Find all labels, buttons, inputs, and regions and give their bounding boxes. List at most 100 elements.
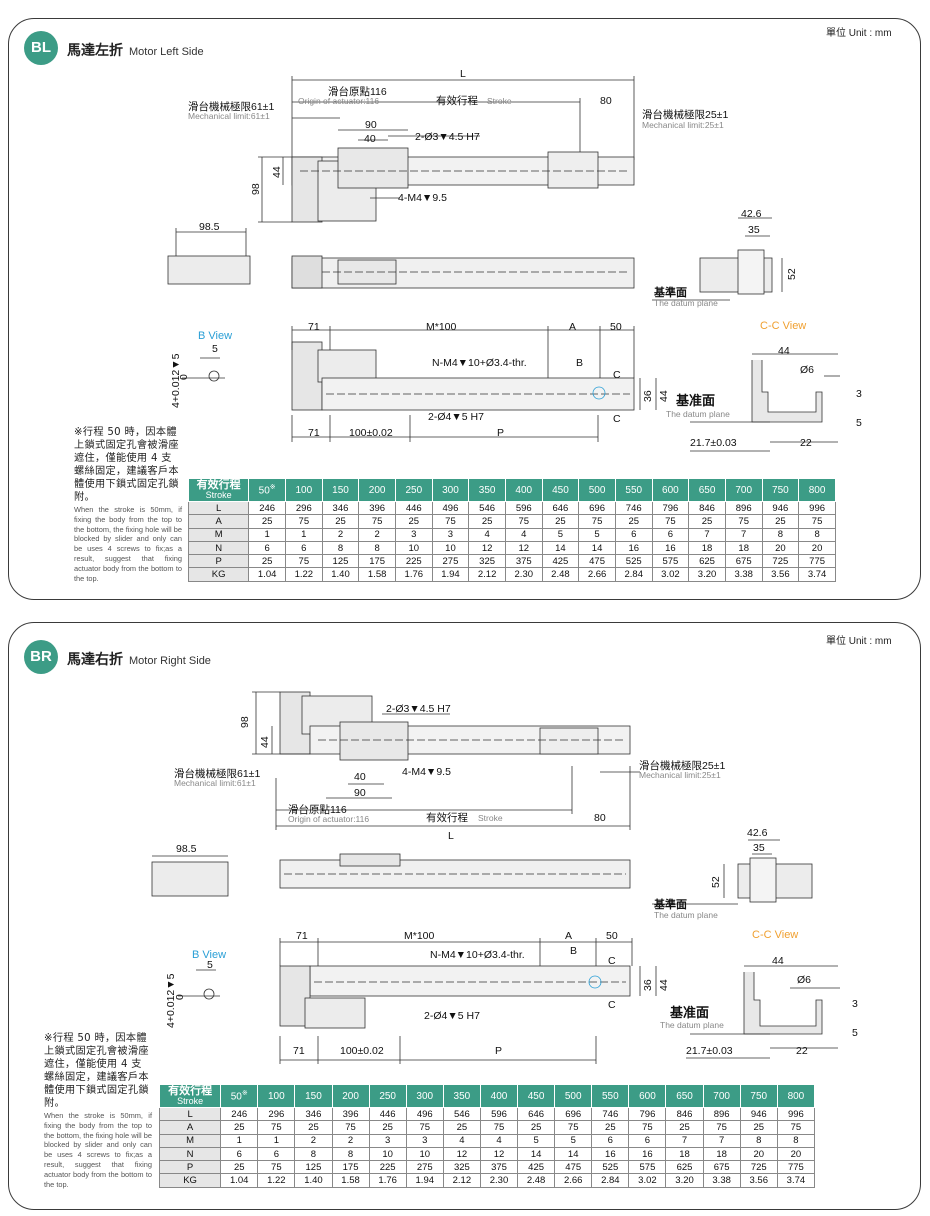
table-cell: 2 bbox=[321, 527, 360, 542]
stroke-col: 700 bbox=[724, 478, 763, 502]
table-cell: 746 bbox=[614, 500, 653, 516]
table-cell: 5 bbox=[541, 527, 580, 542]
table-cell: 525 bbox=[614, 554, 653, 569]
dim-98: 98 bbox=[239, 716, 251, 728]
label-C-bottom: C bbox=[608, 999, 616, 1011]
table-cell: 6 bbox=[257, 1146, 296, 1162]
table-cell: 1.94 bbox=[405, 1173, 444, 1188]
dim-35: 35 bbox=[753, 842, 765, 854]
table-cell: 2.84 bbox=[614, 567, 653, 582]
row-label: A bbox=[158, 1120, 222, 1135]
datum-zh: 基準面 bbox=[653, 285, 687, 299]
hole-2: 2-Ø4▼5 H7 bbox=[424, 1010, 480, 1022]
stroke-col: 700 bbox=[702, 1084, 741, 1108]
row-label: KG bbox=[187, 567, 250, 582]
table-cell: 75 bbox=[285, 514, 323, 529]
table-cell: 3.20 bbox=[688, 567, 726, 582]
dim-36: 36 bbox=[642, 979, 654, 991]
table-cell: 796 bbox=[628, 1106, 667, 1122]
mech-left-zh: 滑台機械極限61±1 bbox=[188, 100, 274, 113]
table-cell: 946 bbox=[761, 500, 800, 516]
dim-44: 44 bbox=[259, 736, 271, 748]
table-cell: 6 bbox=[591, 1133, 630, 1148]
title-zh: 馬達左折 bbox=[67, 43, 123, 59]
table-cell: 3 bbox=[431, 527, 470, 542]
table-cell: 10 bbox=[431, 540, 470, 556]
stroke-col: 350 bbox=[442, 1084, 481, 1108]
table-cell: 8 bbox=[761, 527, 800, 542]
table-cell: 6 bbox=[651, 527, 690, 542]
table-cell: 846 bbox=[688, 500, 726, 516]
ccview-title: C-C View bbox=[752, 929, 798, 941]
table-cell: 25 bbox=[321, 514, 360, 529]
table-cell: 20 bbox=[776, 1146, 816, 1162]
table-cell: 7 bbox=[688, 527, 726, 542]
table-cell: 1.58 bbox=[331, 1173, 370, 1188]
table-cell: 25 bbox=[368, 1120, 407, 1135]
row-label: A bbox=[187, 514, 250, 529]
dim-P: P bbox=[497, 427, 504, 439]
stroke-note: ※行程 50 時，因本體上鎖式固定孔會被滑座遮住，僅能使用 4 支螺絲固定，建議… bbox=[44, 1032, 152, 1189]
table-cell: 775 bbox=[798, 554, 836, 569]
table-cell: 446 bbox=[368, 1106, 407, 1122]
table-cell: 3.74 bbox=[776, 1173, 816, 1188]
row-label: N bbox=[158, 1146, 222, 1162]
table-cell: 8 bbox=[358, 540, 396, 556]
table-cell: 2 bbox=[294, 1133, 333, 1148]
stroke-col: 50※ bbox=[220, 1084, 259, 1108]
table-cell: 12 bbox=[479, 1146, 519, 1162]
bview-title: B View bbox=[198, 330, 232, 342]
table-cell: 175 bbox=[331, 1160, 370, 1175]
note-en: When the stroke is 50mm, if fixing the b… bbox=[44, 1111, 152, 1189]
table-cell: 3 bbox=[394, 527, 433, 542]
dim-98-5: 98.5 bbox=[199, 221, 220, 233]
hole-2: 2-Ø4▼5 H7 bbox=[428, 411, 484, 423]
table-cell: 2.66 bbox=[554, 1173, 593, 1188]
table-cell: 3.02 bbox=[628, 1173, 667, 1188]
stroke-col: 450 bbox=[517, 1084, 556, 1108]
dim-35: 35 bbox=[748, 224, 760, 236]
table-cell: 16 bbox=[614, 540, 653, 556]
stroke-col: 500 bbox=[554, 1084, 593, 1108]
table-cell: 296 bbox=[285, 500, 323, 516]
stroke-col: 250 bbox=[394, 478, 433, 502]
hole-h7: 2-Ø3▼4.5 H7 bbox=[386, 703, 451, 715]
table-cell: 6 bbox=[220, 1146, 259, 1162]
table-cell: 10 bbox=[368, 1146, 407, 1162]
table-cell: 2 bbox=[358, 527, 396, 542]
table-cell: 246 bbox=[220, 1106, 259, 1122]
stroke-col: 300 bbox=[405, 1084, 444, 1108]
dim-80: 80 bbox=[600, 95, 612, 107]
table-cell: 1.04 bbox=[248, 567, 286, 582]
table-cell: 996 bbox=[798, 500, 836, 516]
dim-80: 80 bbox=[594, 812, 606, 824]
table-cell: 25 bbox=[541, 514, 580, 529]
table-cell: 75 bbox=[479, 1120, 519, 1135]
table-cell: 12 bbox=[504, 540, 543, 556]
stroke-en: Stroke bbox=[478, 813, 503, 823]
table-cell: 746 bbox=[591, 1106, 630, 1122]
stroke-note: ※行程 50 時，因本體上鎖式固定孔會被滑座遮住，僅能使用 4 支螺絲固定，建議… bbox=[74, 426, 182, 583]
stroke-col: 600 bbox=[628, 1084, 667, 1108]
table-cell: 1 bbox=[285, 527, 323, 542]
datum-en2: The datum plane bbox=[660, 1020, 724, 1030]
table-cell: 75 bbox=[651, 514, 690, 529]
table-cell: 7 bbox=[702, 1133, 741, 1148]
stroke-col: 150 bbox=[321, 478, 360, 502]
dim-5b: 5 bbox=[852, 1027, 858, 1039]
table-cell: 575 bbox=[651, 554, 690, 569]
table-cell: 1 bbox=[220, 1133, 259, 1148]
stroke-col: 550 bbox=[591, 1084, 630, 1108]
dim-3: 3 bbox=[856, 388, 862, 400]
stroke-col: 200 bbox=[331, 1084, 370, 1108]
dim-m100: M*100 bbox=[404, 930, 435, 942]
dim-98: 98 bbox=[250, 183, 262, 195]
row-label: L bbox=[187, 500, 250, 516]
table-cell: 20 bbox=[798, 540, 836, 556]
